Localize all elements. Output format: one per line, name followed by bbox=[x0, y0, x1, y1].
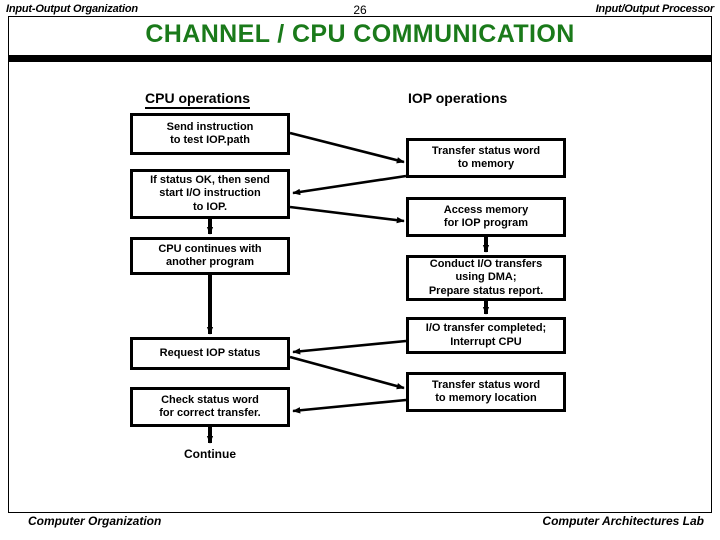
iop-column-heading: IOP operations bbox=[408, 90, 508, 106]
cpu-step-box-3[interactable]: CPU continues with another program bbox=[130, 237, 290, 275]
cpu-step-box-5[interactable]: Check status word for correct transfer. bbox=[130, 387, 290, 427]
header-left-label: Input-Output Organization bbox=[6, 3, 138, 15]
iop-step-box-2[interactable]: Access memory for IOP program bbox=[406, 197, 566, 237]
iop-step-box-4[interactable]: I/O transfer completed; Interrupt CPU bbox=[406, 317, 566, 354]
footer-left-label: Computer Organization bbox=[28, 514, 162, 528]
page-number: 26 bbox=[353, 3, 367, 17]
slide-title: CHANNEL / CPU COMMUNICATION bbox=[145, 20, 575, 48]
header-right-label: Input/Output Processor bbox=[595, 3, 715, 15]
footer-right-label: Computer Architectures Lab bbox=[542, 514, 704, 528]
cpu-column-heading: CPU operations bbox=[145, 90, 251, 109]
slide-frame bbox=[8, 16, 712, 513]
iop-step-box-3[interactable]: Conduct I/O transfers using DMA; Prepare… bbox=[406, 255, 566, 301]
cpu-step-box-1[interactable]: Send instruction to test IOP.path bbox=[130, 113, 290, 155]
continue-label: Continue bbox=[184, 447, 236, 461]
cpu-step-box-4[interactable]: Request IOP status bbox=[130, 337, 290, 370]
title-divider-rule bbox=[8, 55, 712, 62]
iop-step-box-5[interactable]: Transfer status word to memory location bbox=[406, 372, 566, 412]
cpu-step-box-2[interactable]: If status OK, then send start I/O instru… bbox=[130, 169, 290, 219]
iop-step-box-1[interactable]: Transfer status word to memory bbox=[406, 138, 566, 178]
